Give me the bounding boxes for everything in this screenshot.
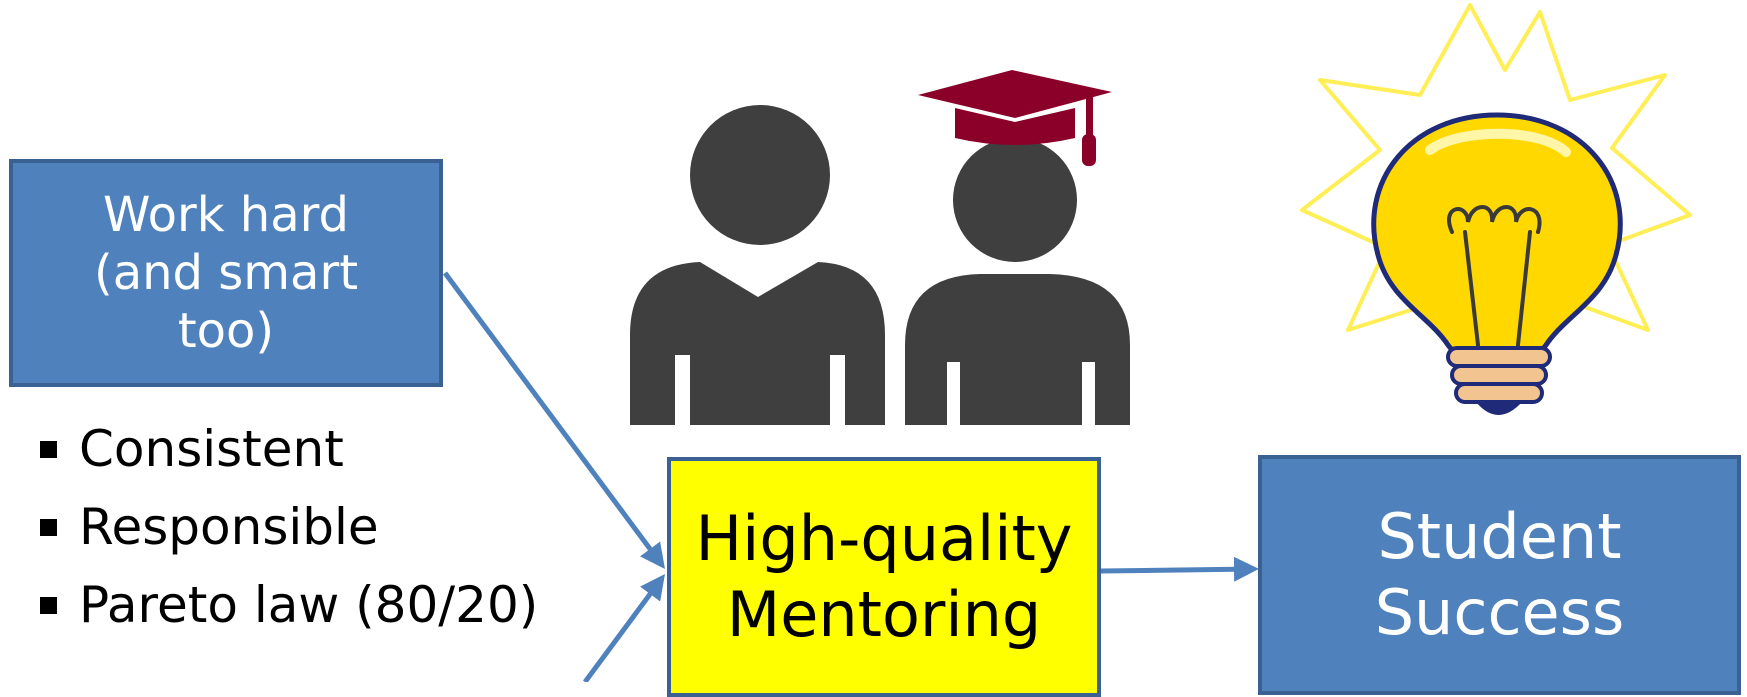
mentor-icon	[630, 105, 885, 425]
work-hard-box: Work hard (and smart too)	[9, 159, 443, 387]
square-bullet-icon	[40, 440, 57, 458]
graduate-icon	[905, 138, 1130, 425]
arrow-lower-to-mentoring	[582, 573, 665, 682]
student-success-box: Student Success	[1258, 455, 1741, 695]
square-bullet-icon	[40, 596, 57, 614]
arrow-work-to-mentoring	[442, 271, 665, 570]
trait-consistent: Consistent	[79, 420, 344, 478]
arrow-mentoring-to-success	[1100, 556, 1259, 582]
work-hard-label: Work hard (and smart too)	[93, 187, 359, 359]
square-bullet-icon	[40, 518, 57, 536]
diagram-graphics	[442, 3, 1692, 682]
light-bulb-icon	[1300, 3, 1692, 415]
list-item: Consistent	[40, 410, 538, 488]
mentoring-label: High-quality Mentoring	[695, 502, 1073, 651]
traits-list: Consistent Responsible Pareto law (80/20…	[40, 410, 538, 644]
trait-responsible: Responsible	[79, 498, 379, 556]
graduation-cap-icon	[918, 70, 1112, 166]
student-success-label: Student Success	[1374, 500, 1625, 649]
mentoring-box: High-quality Mentoring	[667, 457, 1101, 697]
list-item: Responsible	[40, 488, 538, 566]
flow-arrows	[442, 271, 1259, 682]
list-item: Pareto law (80/20)	[40, 566, 538, 644]
trait-pareto: Pareto law (80/20)	[79, 576, 539, 634]
